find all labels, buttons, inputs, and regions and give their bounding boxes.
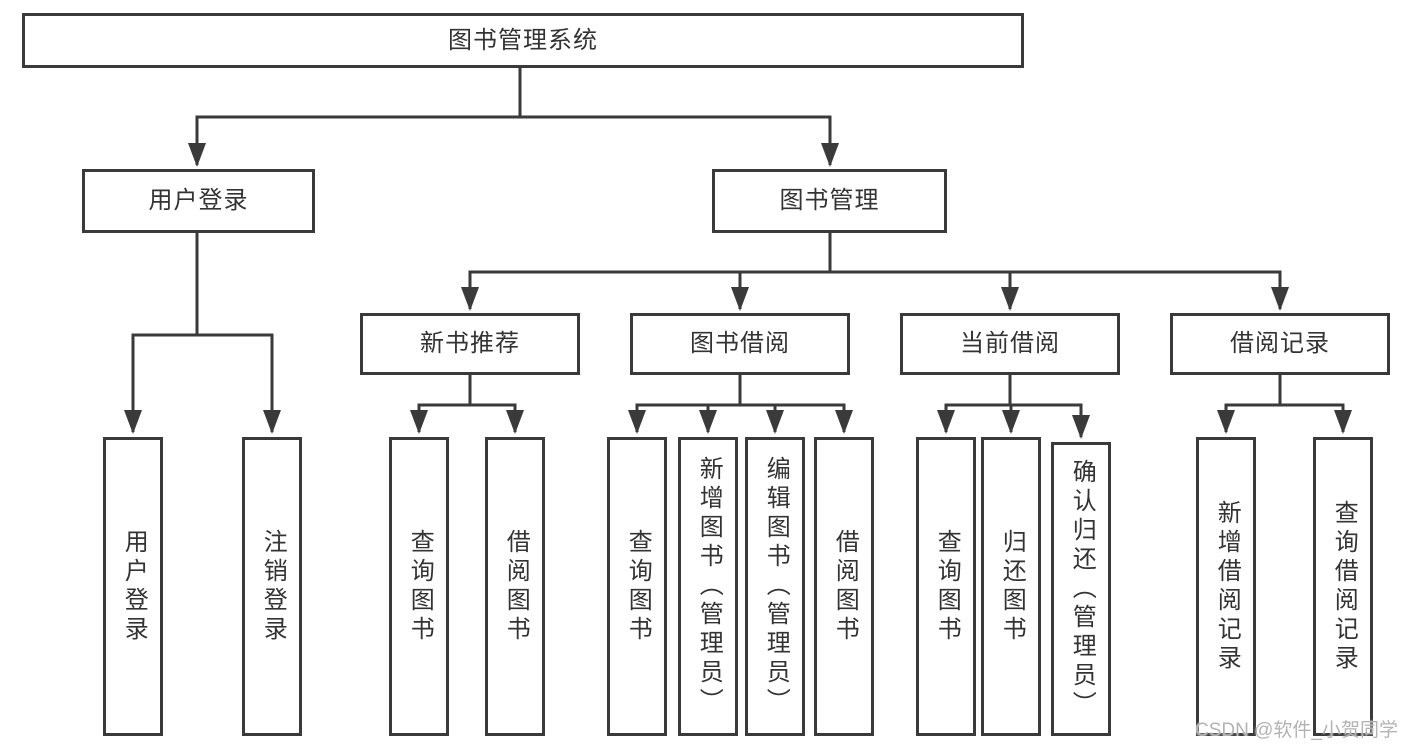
- leaf-newbook-query: 查询图书: [389, 437, 449, 736]
- connector-current-to-leaves: [937, 375, 1090, 439]
- node-borrow-records: 借阅记录: [1170, 313, 1390, 375]
- leaf-records-add: 新增借阅记录: [1196, 437, 1256, 736]
- connector-root-to-level2: [188, 67, 839, 167]
- node-book-management: 图书管理: [712, 169, 947, 233]
- node-new-book-recommend: 新书推荐: [360, 313, 580, 375]
- csdn-watermark: CSDN @软件_小贺同学: [1195, 720, 1398, 741]
- connector-newbook-to-leaves: [410, 375, 524, 434]
- leaf-newbook-borrow: 借阅图书: [485, 437, 545, 736]
- leaf-borrow-edit-admin: 编辑图书（管理员）: [745, 437, 805, 736]
- leaf-borrow-add-admin: 新增图书（管理员）: [678, 437, 738, 736]
- leaf-borrow-book: 借阅图书: [814, 437, 874, 736]
- leaf-records-query: 查询借阅记录: [1313, 437, 1373, 736]
- leaf-current-return: 归还图书: [981, 437, 1041, 736]
- leaf-user-login: 用户登录: [103, 437, 163, 736]
- connector-bookmgmt-to-level3: [461, 233, 1289, 311]
- node-book-borrow: 图书借阅: [630, 313, 850, 375]
- node-library-system: 图书管理系统: [22, 13, 1024, 68]
- leaf-borrow-query: 查询图书: [607, 437, 667, 736]
- leaf-logout: 注销登录: [242, 437, 302, 736]
- connector-records-to-leaves: [1217, 375, 1352, 434]
- connector-userlogin-to-leaves: [124, 233, 281, 434]
- leaf-current-query: 查询图书: [916, 437, 976, 736]
- leaf-current-confirm-admin: 确认归还（管理员）: [1051, 442, 1111, 736]
- node-current-borrow: 当前借阅: [900, 313, 1120, 375]
- connector-borrow-to-leaves: [628, 375, 853, 434]
- node-user-login: 用户登录: [82, 169, 315, 233]
